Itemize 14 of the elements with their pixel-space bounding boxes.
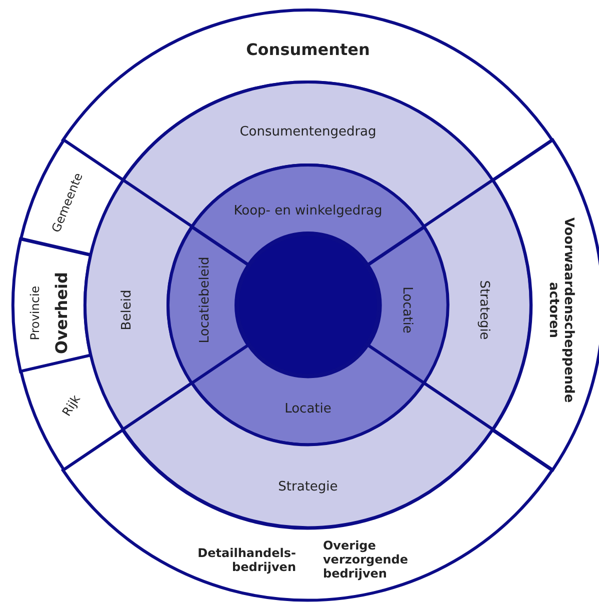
sector-label: Consumentengedrag — [240, 126, 376, 140]
sector-label: Overige verzorgende bedrijven — [322, 539, 405, 581]
sector-label: Koop- en winkelgedrag — [234, 204, 382, 220]
sector-label: Locatie — [398, 286, 414, 334]
sector-label: Overheid — [52, 272, 72, 354]
sector-label: Locatiebeleid — [198, 256, 214, 344]
sector-label: Provincie — [29, 286, 43, 340]
sector-label: Voorwaardenscheppende actoren — [545, 216, 575, 405]
sector-label: Locatie — [284, 402, 332, 418]
sector-label: Strategie — [278, 480, 338, 496]
sector-label: Detailhandels- bedrijven — [196, 547, 296, 575]
sector-label: Strategie — [476, 280, 490, 340]
sector-label: Consumenten — [246, 40, 370, 60]
sector-label: Beleid — [120, 290, 136, 330]
